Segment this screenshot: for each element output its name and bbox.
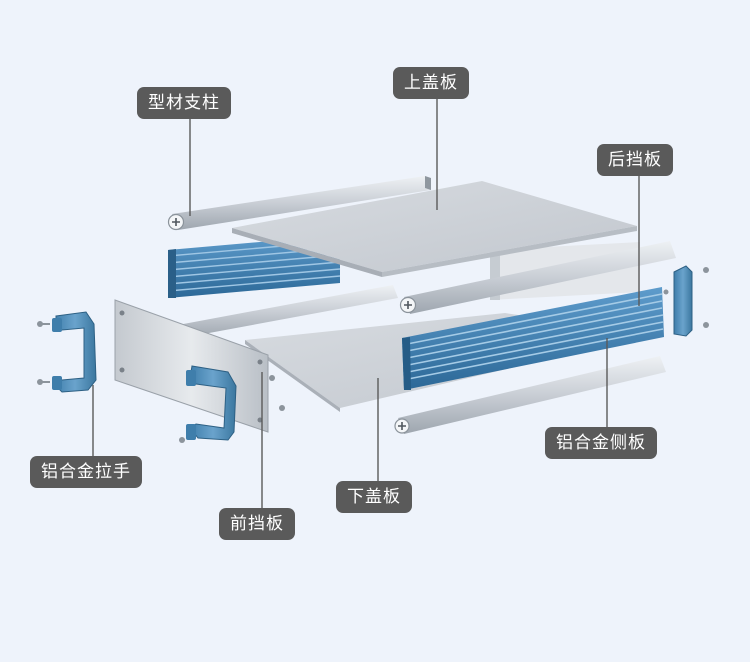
label-front-panel: 前挡板 [219, 508, 295, 540]
leader-lines [92, 98, 640, 510]
label-aluminum-handle: 铝合金拉手 [30, 456, 142, 488]
label-profile-post: 型材支柱 [137, 87, 231, 119]
front-panel-handle [186, 365, 237, 441]
label-rear-panel: 后挡板 [597, 144, 673, 176]
rear-panel [663, 265, 709, 337]
label-top-cover: 上盖板 [393, 67, 469, 99]
top-left-profile-post [167, 176, 431, 231]
label-aluminum-side-panel: 铝合金侧板 [545, 427, 657, 459]
front-left-middle-post [178, 285, 398, 338]
aluminum-side-panel-heatsink [401, 287, 664, 390]
top-cover-plate [232, 181, 637, 277]
right-top-profile-post [399, 241, 676, 314]
bottom-right-profile-post [394, 356, 666, 434]
loose-aluminum-handle [37, 311, 285, 443]
label-bottom-cover: 下盖板 [336, 481, 412, 513]
